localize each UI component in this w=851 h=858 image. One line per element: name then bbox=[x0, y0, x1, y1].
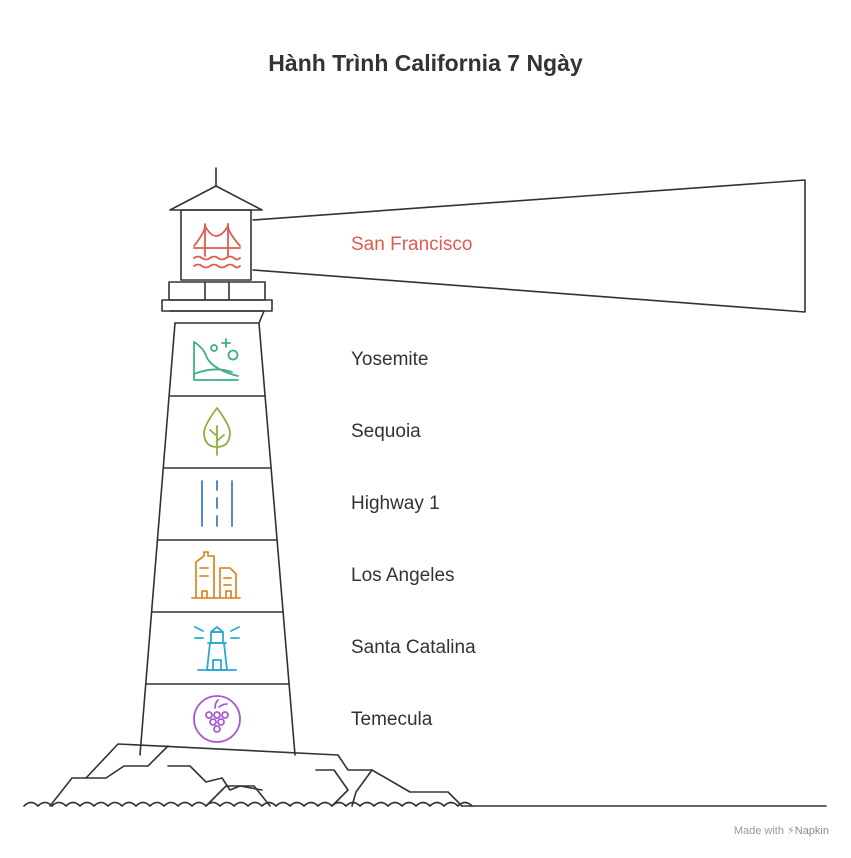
balcony-floor bbox=[161, 299, 273, 312]
lantern-room bbox=[180, 209, 252, 281]
stop-label-san-francisco: San Francisco bbox=[351, 234, 473, 255]
waves bbox=[23, 801, 473, 807]
stop-label-santa-catalina: Santa Catalina bbox=[351, 637, 476, 658]
page-title: Hành Trình California 7 Ngày bbox=[268, 50, 583, 76]
road-icon bbox=[201, 480, 233, 527]
stop-label-highway-1: Highway 1 bbox=[351, 493, 440, 514]
stop-label-sequoia: Sequoia bbox=[351, 421, 421, 442]
rocks bbox=[49, 743, 463, 807]
stop-label-yosemite: Yosemite bbox=[351, 349, 429, 370]
grapes-icon bbox=[193, 695, 241, 743]
golden-gate-bridge-icon bbox=[193, 222, 241, 269]
light-beam bbox=[252, 179, 806, 313]
stop-label-los-angeles: Los Angeles bbox=[351, 565, 455, 586]
credit-prefix: Made with bbox=[733, 825, 784, 837]
mountain-landscape-icon bbox=[193, 338, 239, 381]
made-with-napkin-credit[interactable]: Made with ⚡Napkin bbox=[734, 824, 829, 837]
city-buildings-icon bbox=[191, 551, 241, 599]
tower-body bbox=[139, 322, 296, 756]
credit-brand: Napkin bbox=[794, 825, 829, 837]
lighthouse-icon bbox=[194, 626, 240, 671]
tower-cap bbox=[169, 310, 265, 324]
tree-icon bbox=[203, 407, 231, 456]
balcony-railing bbox=[168, 281, 266, 301]
napkin-logo-icon: ⚡ bbox=[787, 825, 795, 837]
lighthouse-roof bbox=[169, 185, 263, 211]
stop-label-temecula: Temecula bbox=[351, 709, 433, 730]
